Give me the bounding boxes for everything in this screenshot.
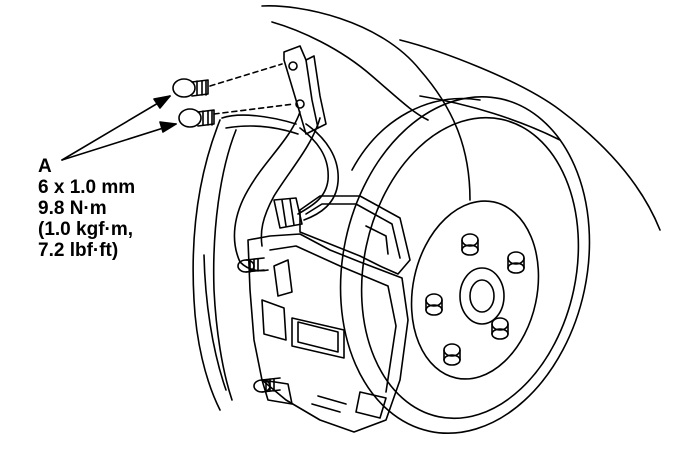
hose-bracket bbox=[283, 45, 327, 135]
bolt-size: 6 x 1.0 mm bbox=[38, 177, 136, 198]
caliper-bolts bbox=[237, 257, 281, 393]
brake-disc bbox=[339, 95, 591, 435]
torque-nm: 9.8 N·m bbox=[38, 198, 107, 219]
callout-letter: A bbox=[38, 156, 52, 177]
steering-knuckle bbox=[233, 111, 321, 272]
torque-kgfm: (1.0 kgf·m, bbox=[38, 219, 134, 240]
callout-leaders bbox=[61, 95, 177, 161]
brake-hose bbox=[221, 114, 339, 229]
torque-lbfft: 7.2 lbf·ft) bbox=[38, 240, 119, 261]
wheel-studs bbox=[425, 233, 525, 366]
torque-callout: A 6 x 1.0 mm 9.8 N·m (1.0 kgf·m, 7.2 lbf… bbox=[38, 156, 135, 261]
bolt-icon bbox=[172, 63, 295, 128]
fender-outline bbox=[192, 5, 661, 411]
brake-caliper bbox=[247, 195, 411, 433]
